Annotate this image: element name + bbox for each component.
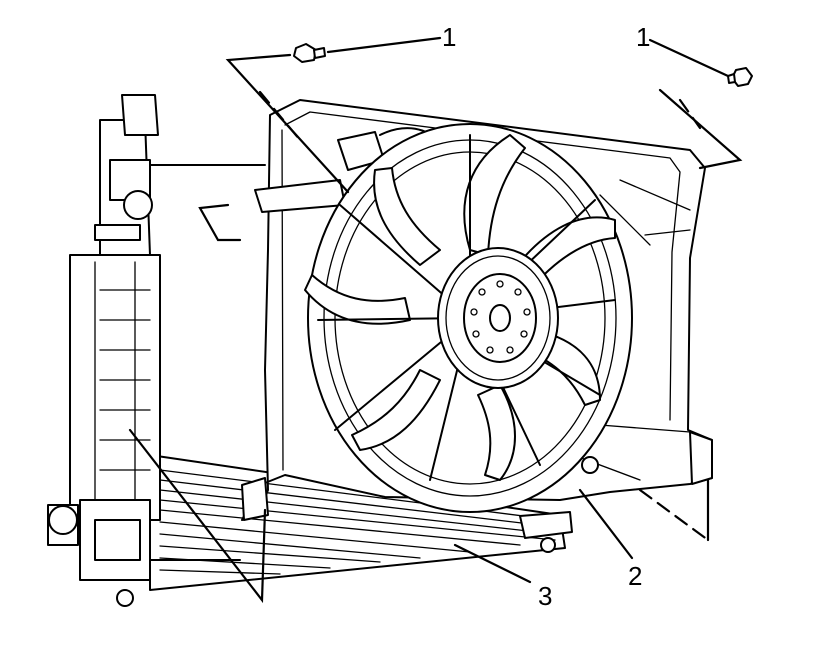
radiator-tank-ribs <box>94 261 151 511</box>
callout-number-1-right: 1 <box>636 22 650 52</box>
cooling-fan <box>304 123 633 513</box>
callout-number-1-left: 1 <box>442 22 456 52</box>
fan-motor-hub <box>437 247 559 389</box>
callout-number-2: 2 <box>628 561 642 591</box>
callout-number-3: 3 <box>538 581 552 611</box>
bolt-left <box>293 43 326 63</box>
callout-leaders <box>128 36 743 604</box>
bolt-right <box>727 67 753 87</box>
hub-bolt-holes <box>470 280 531 354</box>
